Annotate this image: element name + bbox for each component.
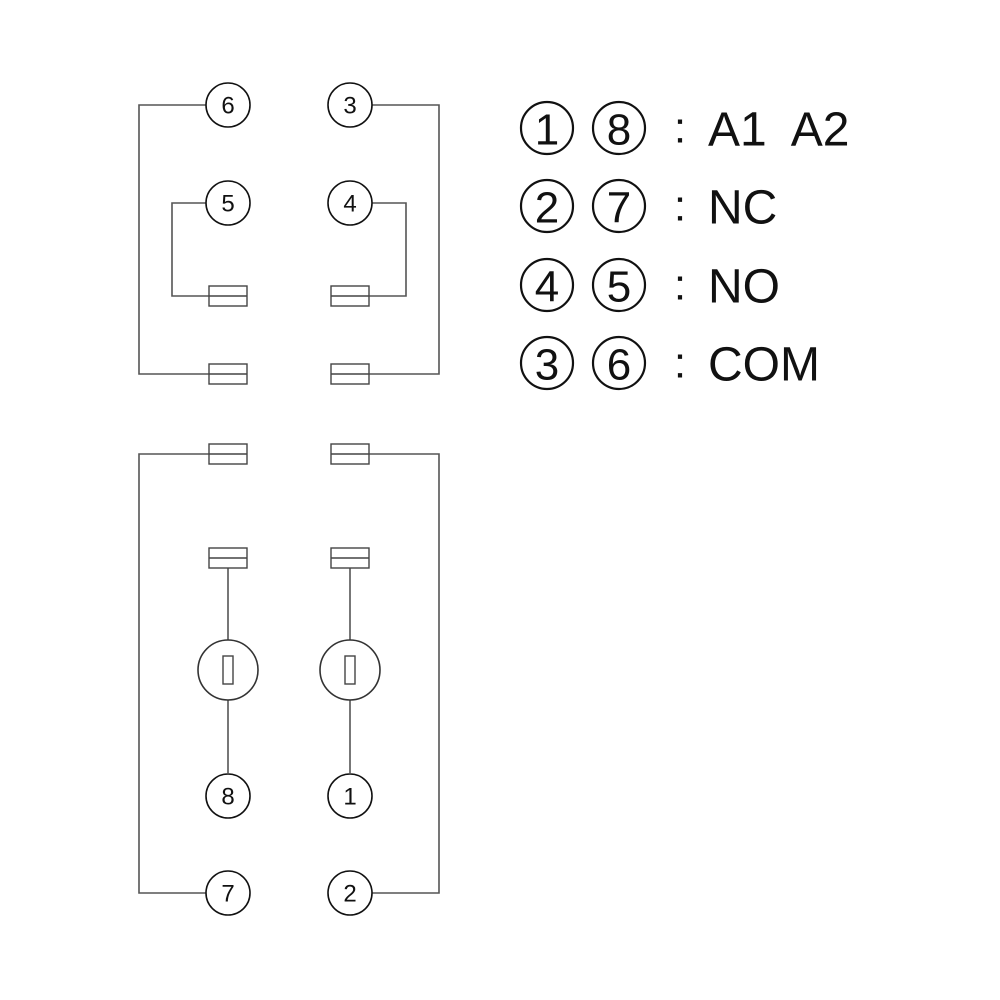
wire-pin3	[369, 104, 440, 375]
contact-block-left-com	[208, 363, 248, 385]
legend-row-nc-separator: :	[674, 182, 686, 231]
pin-3-label: 3	[343, 93, 356, 120]
wire-pin6	[138, 104, 209, 375]
pin-6: 6	[205, 82, 251, 128]
wire-pin5	[171, 202, 209, 297]
pin-1-label: 1	[343, 784, 356, 811]
pin-2: 2	[327, 870, 373, 916]
legend-row-com-text: COM	[708, 339, 820, 392]
legend-row-no-separator: :	[674, 261, 686, 310]
pin-1: 1	[327, 773, 373, 819]
coil-left	[197, 639, 259, 701]
legend-row-no: 4 5 : NO	[519, 257, 780, 314]
pin-5-label: 5	[221, 191, 234, 218]
legend-row-coil: 1 8 : A1 A2	[519, 100, 849, 157]
pin-7-label: 7	[221, 881, 234, 908]
legend-row-no-pin-b: 5	[607, 263, 631, 312]
contact-block-left-nc	[208, 443, 248, 465]
pin-4: 4	[327, 180, 373, 226]
legend-row-com-separator: :	[674, 339, 686, 388]
contact-block-left-coil	[208, 547, 248, 569]
legend-row-no-text: NO	[708, 261, 780, 314]
contact-block-right-no	[330, 285, 370, 307]
legend-row-no-pin-a: 4	[535, 263, 559, 312]
legend-row-coil-separator: :	[674, 104, 686, 153]
legend-row-coil-text: A1 A2	[708, 104, 849, 157]
lower-wiring: 8 1 7 2	[138, 443, 440, 916]
contact-block-right-com	[330, 363, 370, 385]
pin-2-label: 2	[343, 881, 356, 908]
legend-row-nc-text: NC	[708, 182, 777, 235]
pin-7: 7	[205, 870, 251, 916]
legend-row-com-pin-b: 6	[607, 341, 631, 390]
upper-wiring: 6 3 5 4	[138, 82, 440, 385]
coil-right	[319, 639, 381, 701]
legend-row-com-pin-a: 3	[535, 341, 559, 390]
legend-row-nc-pin-a: 2	[535, 184, 559, 233]
wire-pin4	[369, 202, 407, 297]
pin-6-label: 6	[221, 93, 234, 120]
pin-8: 8	[205, 773, 251, 819]
contact-block-right-nc	[330, 443, 370, 465]
contact-block-left-no	[208, 285, 248, 307]
legend-row-nc: 2 7 : NC	[519, 178, 777, 235]
contact-block-right-coil	[330, 547, 370, 569]
legend-row-coil-pin-b: 8	[607, 106, 631, 155]
legend: 1 8 : A1 A2 2 7 : NC 4 5 : NO 3 6 :	[519, 100, 849, 392]
legend-row-coil-pin-a: 1	[535, 106, 559, 155]
legend-row-com: 3 6 : COM	[519, 335, 820, 392]
wire-pin7	[138, 453, 209, 894]
pin-8-label: 8	[221, 784, 234, 811]
pin-4-label: 4	[343, 191, 356, 218]
legend-row-nc-pin-b: 7	[607, 184, 631, 233]
pin-3: 3	[327, 82, 373, 128]
wire-pin2	[369, 453, 440, 894]
pin-5: 5	[205, 180, 251, 226]
